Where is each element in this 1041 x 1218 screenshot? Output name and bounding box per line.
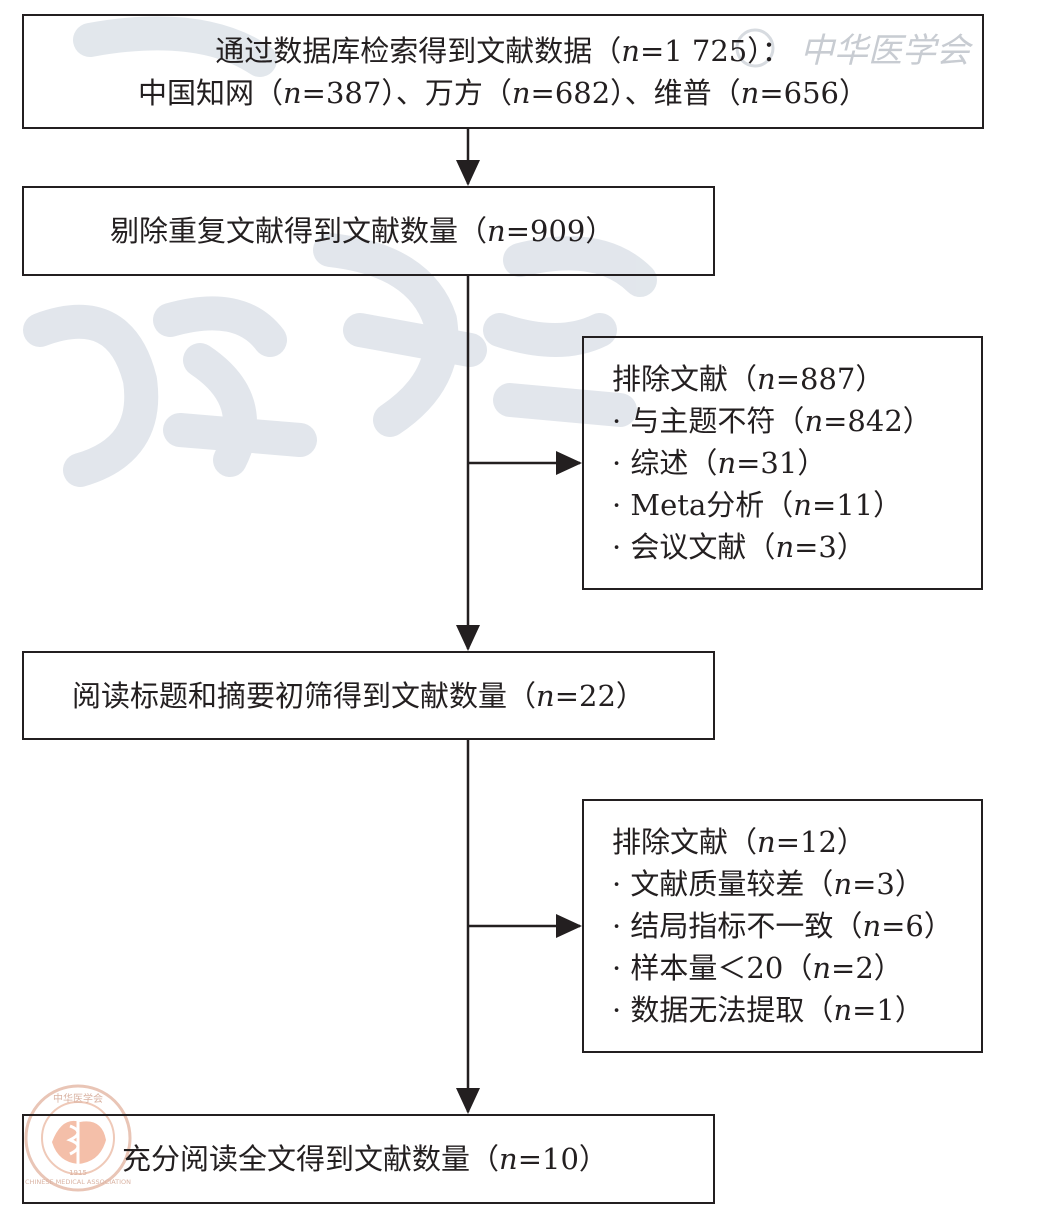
n-symbol: n [812,951,832,985]
source-cnki-count: =387）、万方（ [301,76,512,110]
dedup-label: 剔除重复文献得到文献数量（ [110,214,488,248]
n-symbol: n [740,76,760,110]
arrowhead-dedup [456,160,480,186]
excluded-records-box-1: 排除文献（n=887） · 与主题不符（n=842） · 综述（n=31） · … [582,336,983,590]
included-count: =10） [517,1142,608,1176]
n-symbol: n [862,909,882,943]
identified-records-box: 通过数据库检索得到文献数据（n=1 725）： 中国知网（n=387）、万方（n… [22,14,984,129]
n-symbol: n [536,679,555,713]
exclude2-title-label: 排除文献（ [612,825,758,859]
n-symbol: n [487,214,506,248]
exclude1-item: · 会议文献（n=3） [612,526,981,568]
excluded-records-box-2: 排除文献（n=12） · 文献质量较差（n=3） · 结局指标不一致（n=6） … [582,799,983,1053]
n-symbol: n [793,488,812,522]
included-studies-box: 充分阅读全文得到文献数量（n=10） [22,1114,715,1204]
identified-line-1: 通过数据库检索得到文献数据（n=1 725）： [24,30,982,72]
n-symbol: n [757,362,776,396]
dedup-line: 剔除重复文献得到文献数量（n=909） [110,210,713,252]
n-symbol: n [833,867,853,901]
exclude1-item-label: · 会议文献（ [612,530,776,564]
exclude2-item: · 样本量＜20（n=2） [612,947,981,989]
n-symbol: n [282,76,302,110]
included-label: 充分阅读全文得到文献数量（ [122,1142,500,1176]
dedup-count: =909） [505,214,615,248]
deduplicated-records-box: 剔除重复文献得到文献数量（n=909） [22,186,715,276]
exclude2-item-count: =1） [852,993,924,1027]
exclude2-item-label: · 文献质量较差（ [612,867,834,901]
exclude1-item-label: · 与主题不符（ [612,404,805,438]
n-symbol: n [511,76,531,110]
n-symbol: n [499,1142,518,1176]
n-symbol: n [775,530,795,564]
identified-total: =1 725）： [639,34,791,68]
source-vip-count: =656） [759,76,869,110]
arrowhead-exclude2 [556,914,582,938]
exclude1-item: · Meta分析（n=11） [612,484,981,526]
exclude2-item-count: =3） [852,867,924,901]
arrowhead-included [456,1088,480,1114]
screened-records-box: 阅读标题和摘要初筛得到文献数量（n=22） [22,651,715,740]
source-cnki-label: 中国知网（ [137,76,283,110]
identified-prefix: 通过数据库检索得到文献数据（ [215,34,622,68]
exclude1-item-count: =31） [736,446,827,480]
exclude1-title-label: 排除文献（ [612,362,758,396]
exclude1-item: · 综述（n=31） [612,442,981,484]
n-symbol: n [833,993,853,1027]
exclude1-total: =887） [775,362,885,396]
identified-line-2: 中国知网（n=387）、万方（n=682）、维普（n=656） [24,72,982,114]
exclude1-item-count: =3） [794,530,866,564]
exclude2-item-count: =2） [831,951,903,985]
n-symbol: n [804,404,824,438]
exclude2-total: =12） [775,825,866,859]
n-symbol: n [757,825,776,859]
exclude1-item-count: =842） [823,404,932,438]
exclude2-item: · 结局指标不一致（n=6） [612,905,981,947]
exclude2-item-label: · 数据无法提取（ [612,993,834,1027]
exclude1-item: · 与主题不符（n=842） [612,400,981,442]
exclude1-item-label: · Meta分析（ [612,488,794,522]
exclude2-item: · 文献质量较差（n=3） [612,863,981,905]
included-line: 充分阅读全文得到文献数量（n=10） [122,1138,713,1180]
arrowhead-screen [456,625,480,651]
n-symbol: n [717,446,737,480]
exclude2-item-count: =6） [881,909,953,943]
screen-label: 阅读标题和摘要初筛得到文献数量（ [72,679,537,713]
exclude2-title: 排除文献（n=12） [612,821,981,863]
screen-line: 阅读标题和摘要初筛得到文献数量（n=22） [72,675,713,717]
exclude1-item-count: =11） [811,488,903,522]
exclude2-item-label: · 样本量＜20（ [612,951,813,985]
screen-count: =22） [554,679,645,713]
exclude2-item: · 数据无法提取（n=1） [612,989,981,1031]
exclude1-item-label: · 综述（ [612,446,718,480]
exclude1-title: 排除文献（n=887） [612,358,981,400]
source-wanfang-count: =682）、维普（ [530,76,741,110]
n-symbol: n [621,34,640,68]
arrowhead-exclude1 [556,451,582,475]
exclude2-item-label: · 结局指标不一致（ [612,909,863,943]
